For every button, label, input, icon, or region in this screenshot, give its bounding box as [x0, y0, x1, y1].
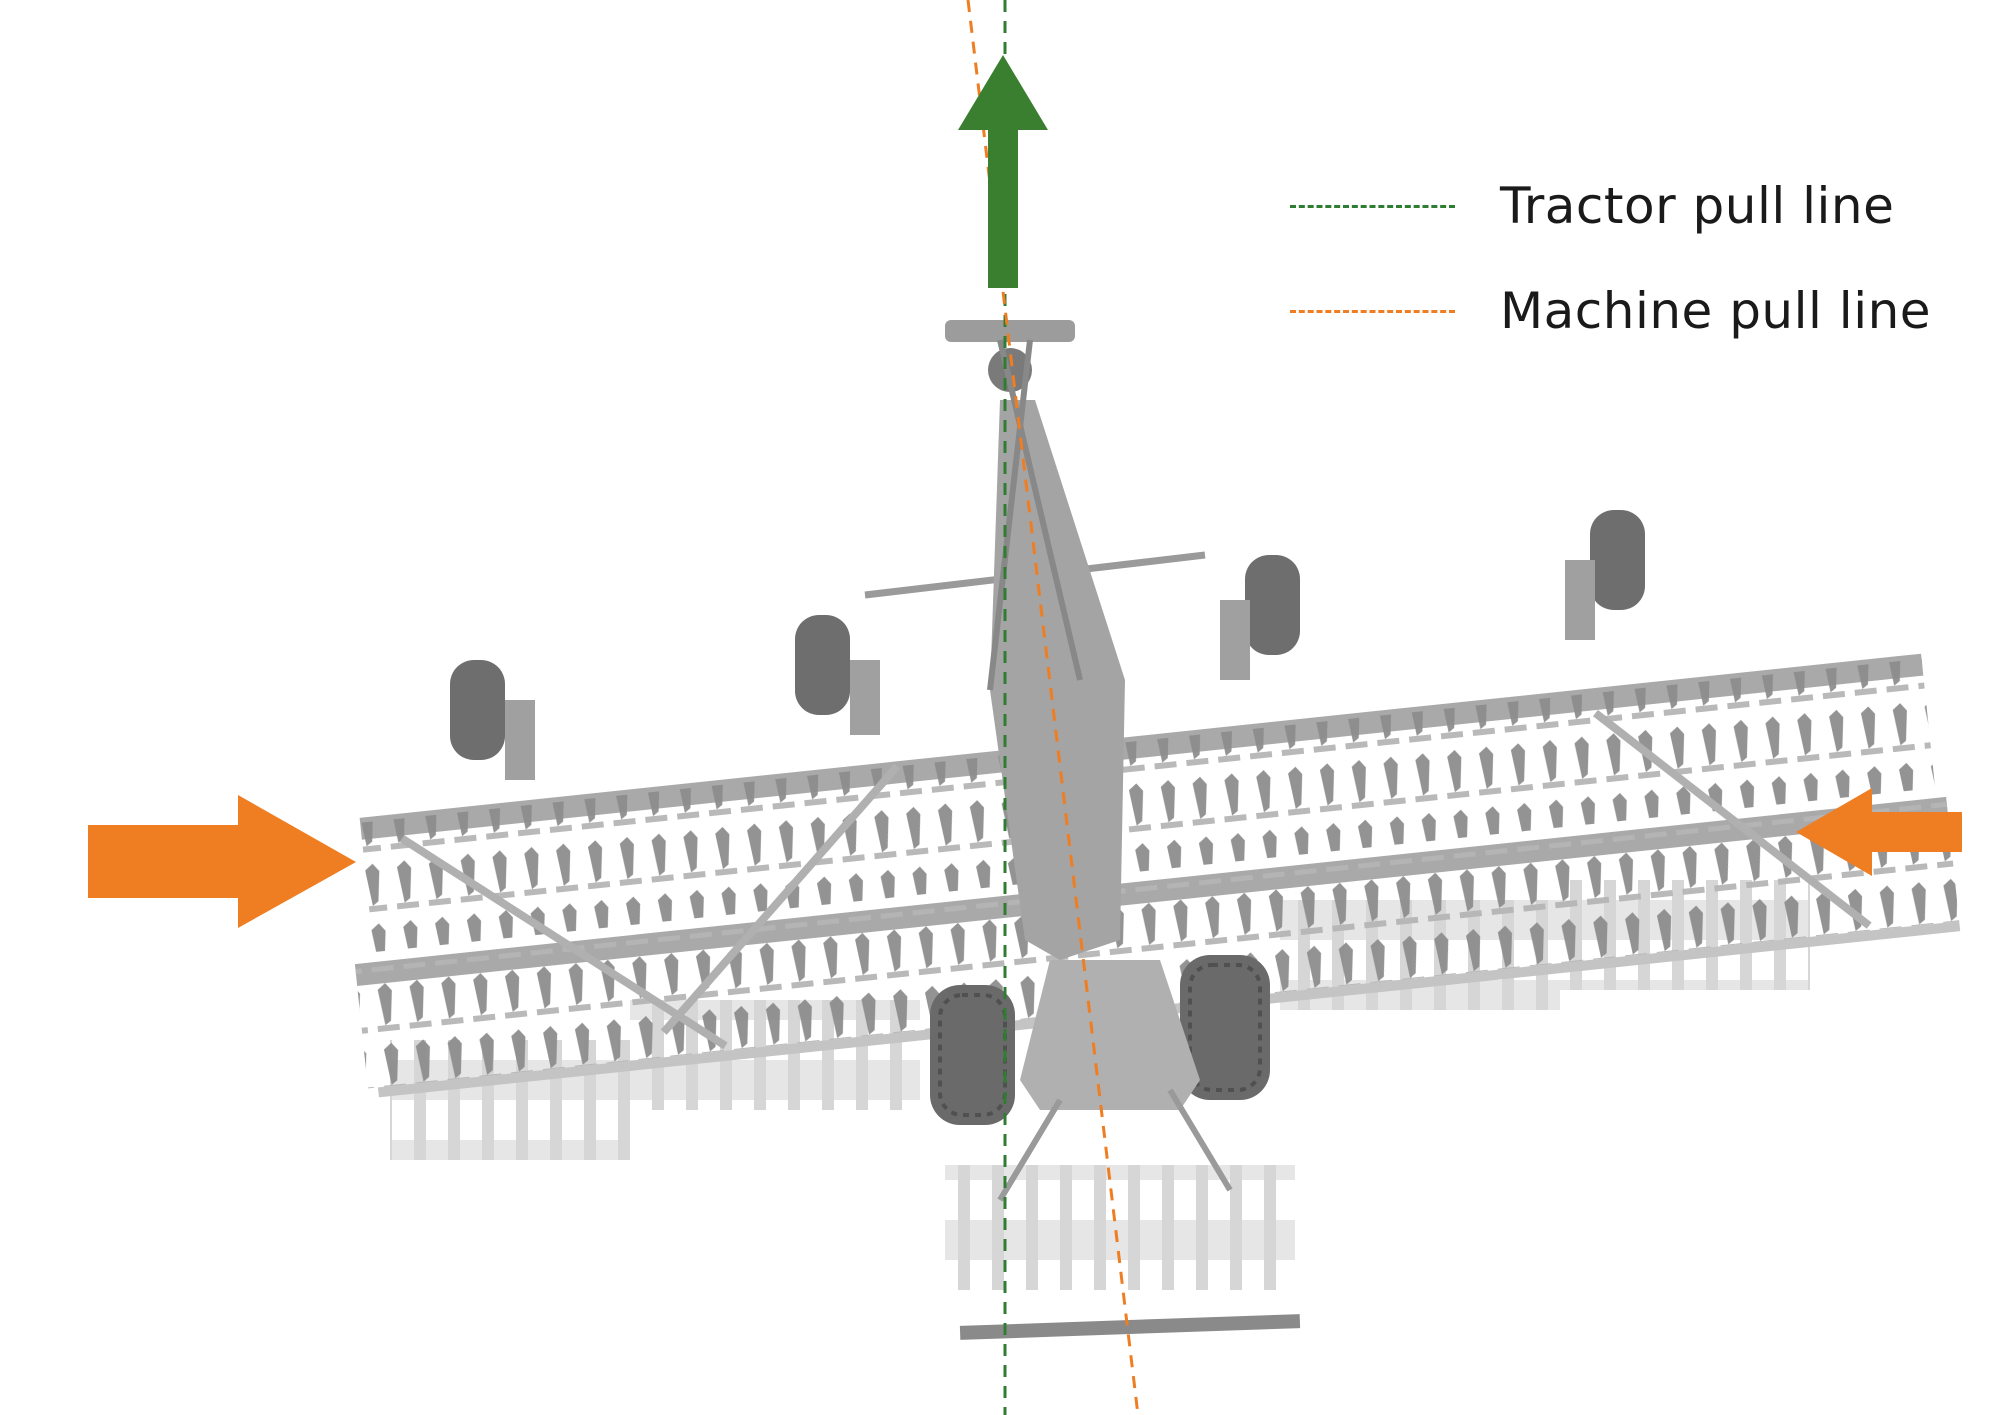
disc-row-front	[360, 658, 1936, 953]
legend-machine-pull-line: Machine pull line	[1290, 281, 1931, 341]
transport-wheel-right	[1180, 955, 1270, 1100]
drawbar	[945, 320, 1125, 960]
machine-pull-line-swatch	[1290, 309, 1455, 313]
machine-pull-line-label: Machine pull line	[1500, 282, 1932, 340]
tractor-pull-line-swatch	[1290, 204, 1455, 208]
arrow-up-icon	[958, 55, 1048, 288]
support-wheel-3	[1220, 555, 1300, 680]
arrow-left-icon	[1796, 788, 1962, 876]
support-wheel-4	[1565, 510, 1645, 640]
disc-row-rear	[355, 801, 1960, 1089]
transport-wheel-left	[930, 985, 1015, 1125]
cultivator-machine	[354, 320, 1961, 1340]
support-wheel-1	[450, 660, 535, 780]
arrow-right-icon	[88, 795, 356, 928]
legend-tractor-pull-line: Tractor pull line	[1290, 176, 1894, 236]
support-wheel-2	[795, 615, 880, 735]
tractor-pull-line-label: Tractor pull line	[1500, 177, 1895, 235]
rear-roller-center	[945, 1165, 1301, 1340]
